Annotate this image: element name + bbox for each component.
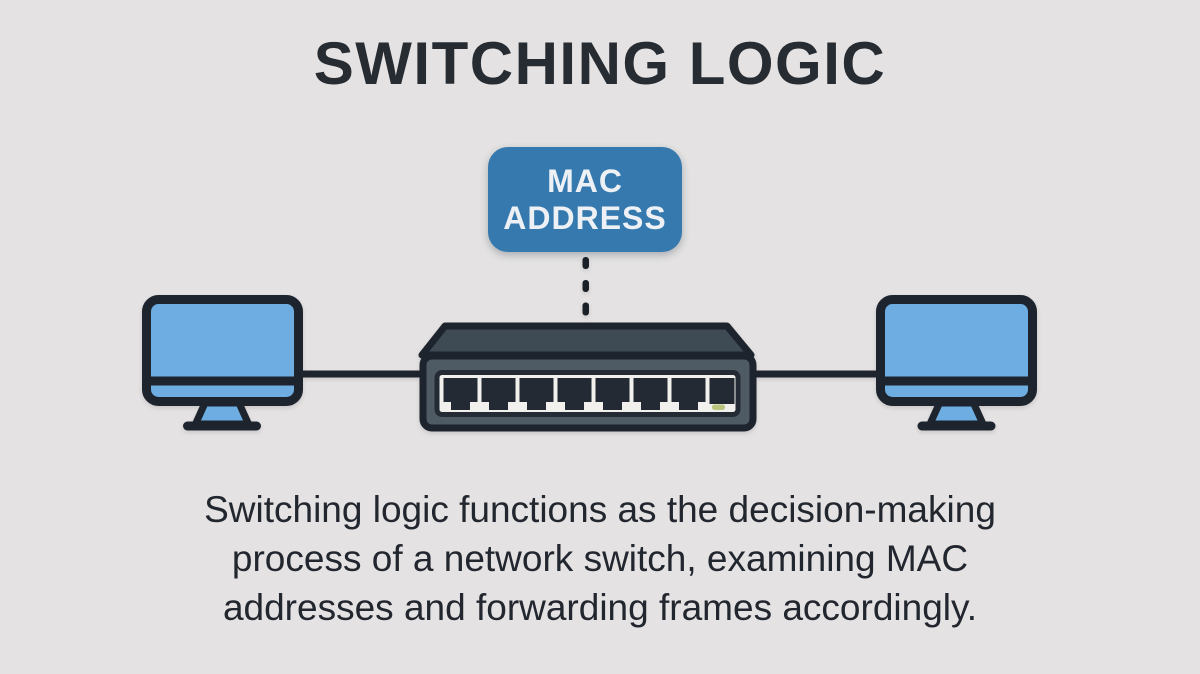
switch-port [671, 378, 706, 410]
caption-line-3: addresses and forwarding frames accordin… [222, 587, 978, 628]
dashed-connector-icon [582, 257, 589, 316]
page-title: SWITCHING LOGIC [313, 30, 887, 97]
switch-port [557, 378, 592, 410]
led-indicator-icon [712, 404, 725, 410]
switch-port [481, 378, 516, 410]
monitor-stand [192, 399, 252, 428]
switch-top-face [418, 322, 755, 359]
mac-box-line-2: ADDRESS [503, 199, 667, 236]
dash-segment [582, 257, 589, 269]
monitor-screen [142, 295, 303, 406]
mac-address-label-box: MAC ADDRESS [488, 147, 682, 252]
caption-line-1: Switching logic functions as the decisio… [204, 489, 996, 530]
switch-port [595, 378, 630, 410]
switch-port [633, 378, 668, 410]
switch-port [519, 378, 554, 410]
switch-port [443, 378, 478, 410]
monitor-base [183, 421, 261, 431]
dash-segment [582, 302, 589, 316]
monitor-base [917, 421, 996, 431]
computer-icon-right [876, 295, 1037, 431]
switch-icon [418, 322, 757, 432]
caption-text: Switching logic functions as the decisio… [0, 485, 1200, 632]
switch-port-square [709, 378, 735, 404]
computer-icon-left [142, 295, 303, 431]
mac-box-line-1: MAC [547, 162, 623, 199]
monitor-stand [926, 399, 987, 428]
caption-line-2: process of a network switch, examining M… [231, 538, 969, 579]
monitor-screen [876, 295, 1037, 406]
dash-segment [582, 280, 589, 292]
